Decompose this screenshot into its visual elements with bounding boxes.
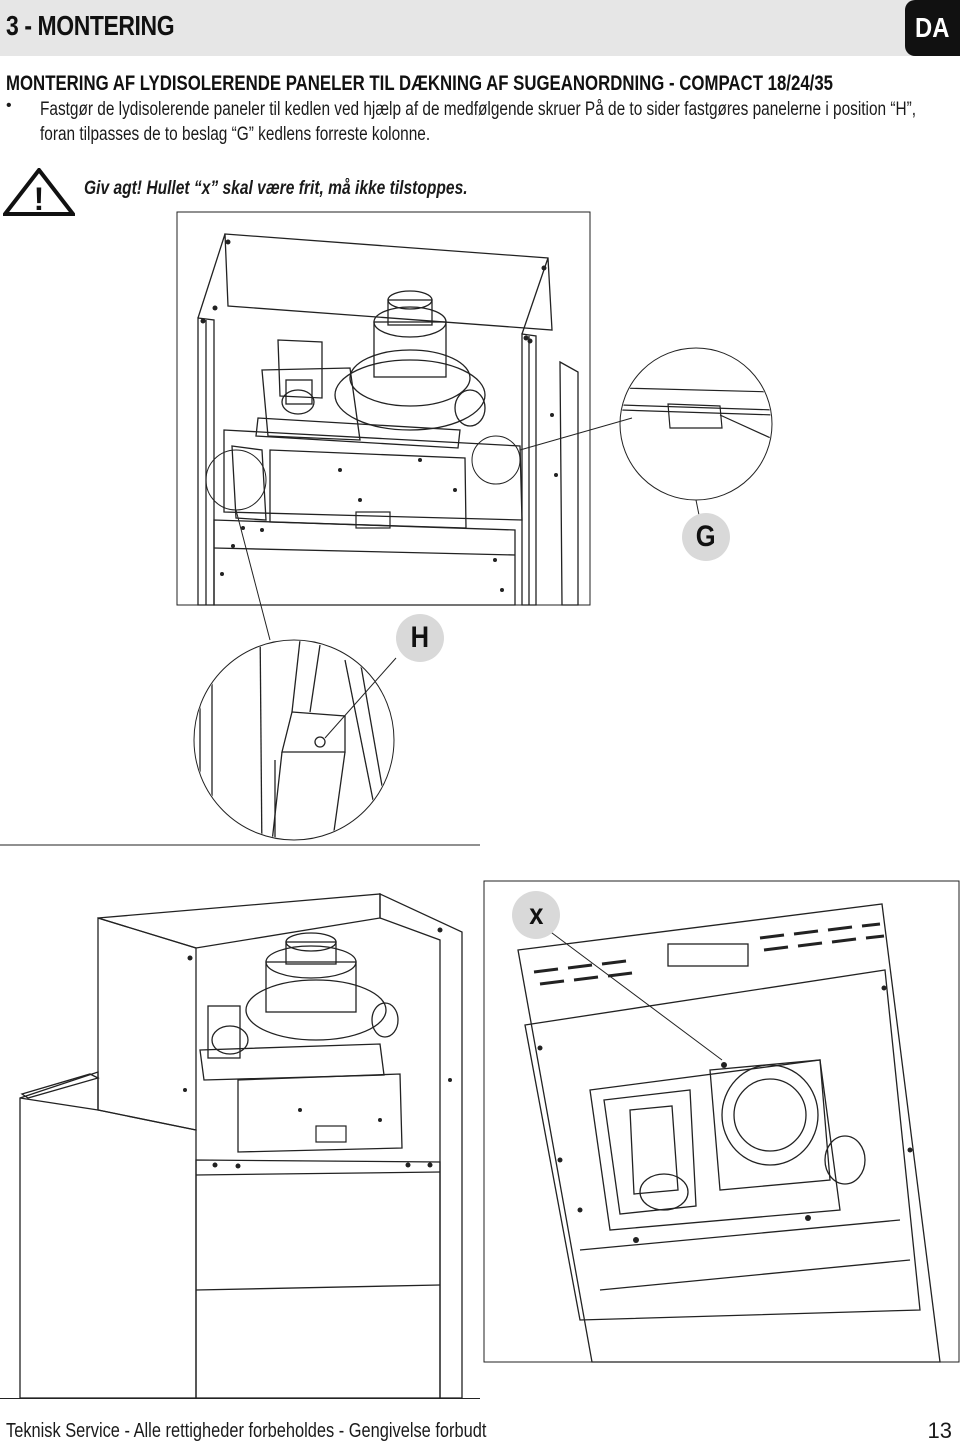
label-x: x (512, 891, 560, 939)
language-code: DA (915, 12, 950, 43)
warning-icon: ! (3, 168, 75, 216)
language-badge: DA (905, 0, 960, 56)
instruction-text: Fastgør de lydisolerende paneler til ked… (40, 99, 916, 145)
footer-divider (0, 1398, 480, 1399)
label-g: G (682, 513, 730, 561)
label-h: H (396, 614, 444, 662)
section-title: 3 - MONTERING (6, 10, 175, 41)
footer-text: Teknisk Service - Alle rettigheder forbe… (6, 1420, 487, 1442)
bullet-marker: • (6, 97, 12, 114)
boiler-figure-top (0, 211, 773, 846)
page-heading: MONTERING AF LYDISOLERENDE PANELER TIL D… (6, 72, 834, 95)
header-bar: 3 - MONTERING (0, 0, 960, 56)
warning-text: Giv agt! Hullet “x” skal være frit, må i… (84, 178, 468, 199)
page-number: 13 (927, 1418, 952, 1443)
warning-mark: ! (34, 181, 45, 216)
